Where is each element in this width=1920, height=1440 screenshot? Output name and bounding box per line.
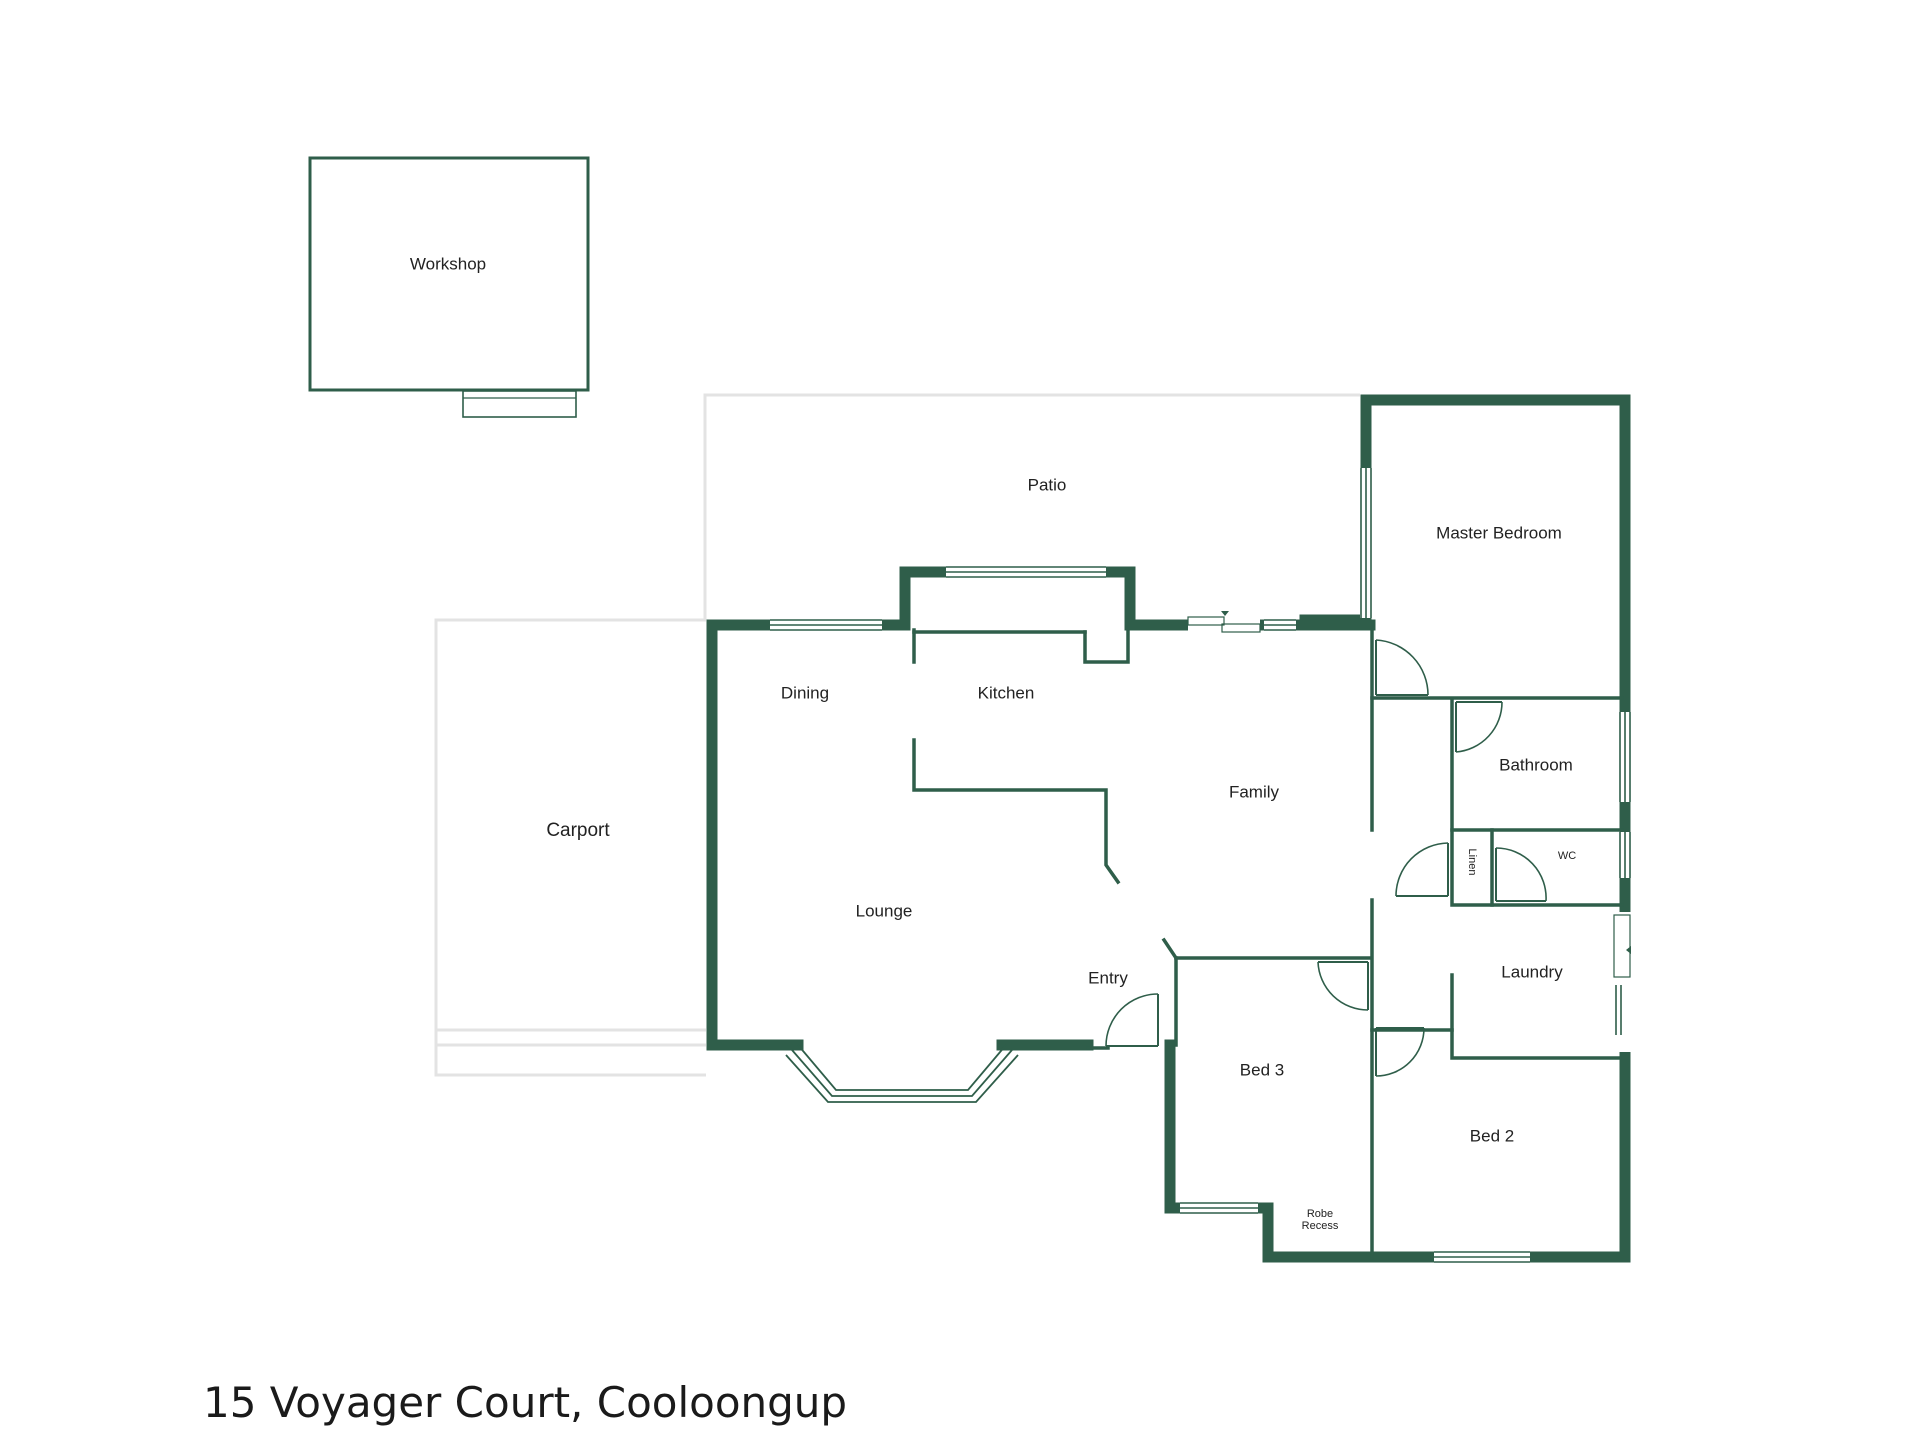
label-wc: WC: [1558, 850, 1576, 862]
doors: [1105, 639, 1547, 1077]
bay-window: [785, 1044, 1019, 1103]
door-entry: [1105, 993, 1159, 1047]
exterior-walls: [706, 566, 1631, 1263]
label-bathroom: Bathroom: [1499, 755, 1573, 774]
label-robe-recess-line2: Recess: [1302, 1220, 1339, 1232]
door-bed2: [1375, 1027, 1425, 1077]
label-laundry: Laundry: [1501, 962, 1563, 981]
interior-walls: [912, 628, 1624, 1260]
door-bathroom: [1455, 701, 1503, 753]
door-bed3: [1317, 961, 1369, 1011]
label-dining: Dining: [781, 683, 829, 702]
door-wc: [1495, 847, 1547, 902]
label-robe-recess-line1: Robe: [1307, 1208, 1333, 1220]
label-master-bedroom: Master Bedroom: [1436, 523, 1562, 542]
label-carport: Carport: [546, 820, 610, 841]
label-family: Family: [1229, 782, 1280, 801]
windows: [770, 468, 1634, 1263]
room-labels: Workshop Patio Master Bedroom Carport Di…: [410, 254, 1576, 1231]
label-patio: Patio: [1028, 475, 1067, 494]
property-address: 15 Voyager Court, Cooloongup: [203, 1378, 848, 1427]
label-linen: Linen: [1466, 849, 1478, 876]
workshop-outline: [308, 156, 590, 418]
label-entry: Entry: [1088, 968, 1128, 987]
master-bedroom-walls: [1299, 394, 1631, 916]
carport-outline: [434, 618, 706, 1077]
label-lounge: Lounge: [856, 901, 913, 920]
door-master-bedroom: [1375, 639, 1429, 696]
door-linen: [1395, 842, 1449, 897]
label-kitchen: Kitchen: [978, 683, 1035, 702]
label-bed2: Bed 2: [1470, 1126, 1514, 1145]
patio-outline: [703, 393, 1360, 620]
label-workshop: Workshop: [410, 254, 486, 273]
label-bed3: Bed 3: [1240, 1060, 1284, 1079]
